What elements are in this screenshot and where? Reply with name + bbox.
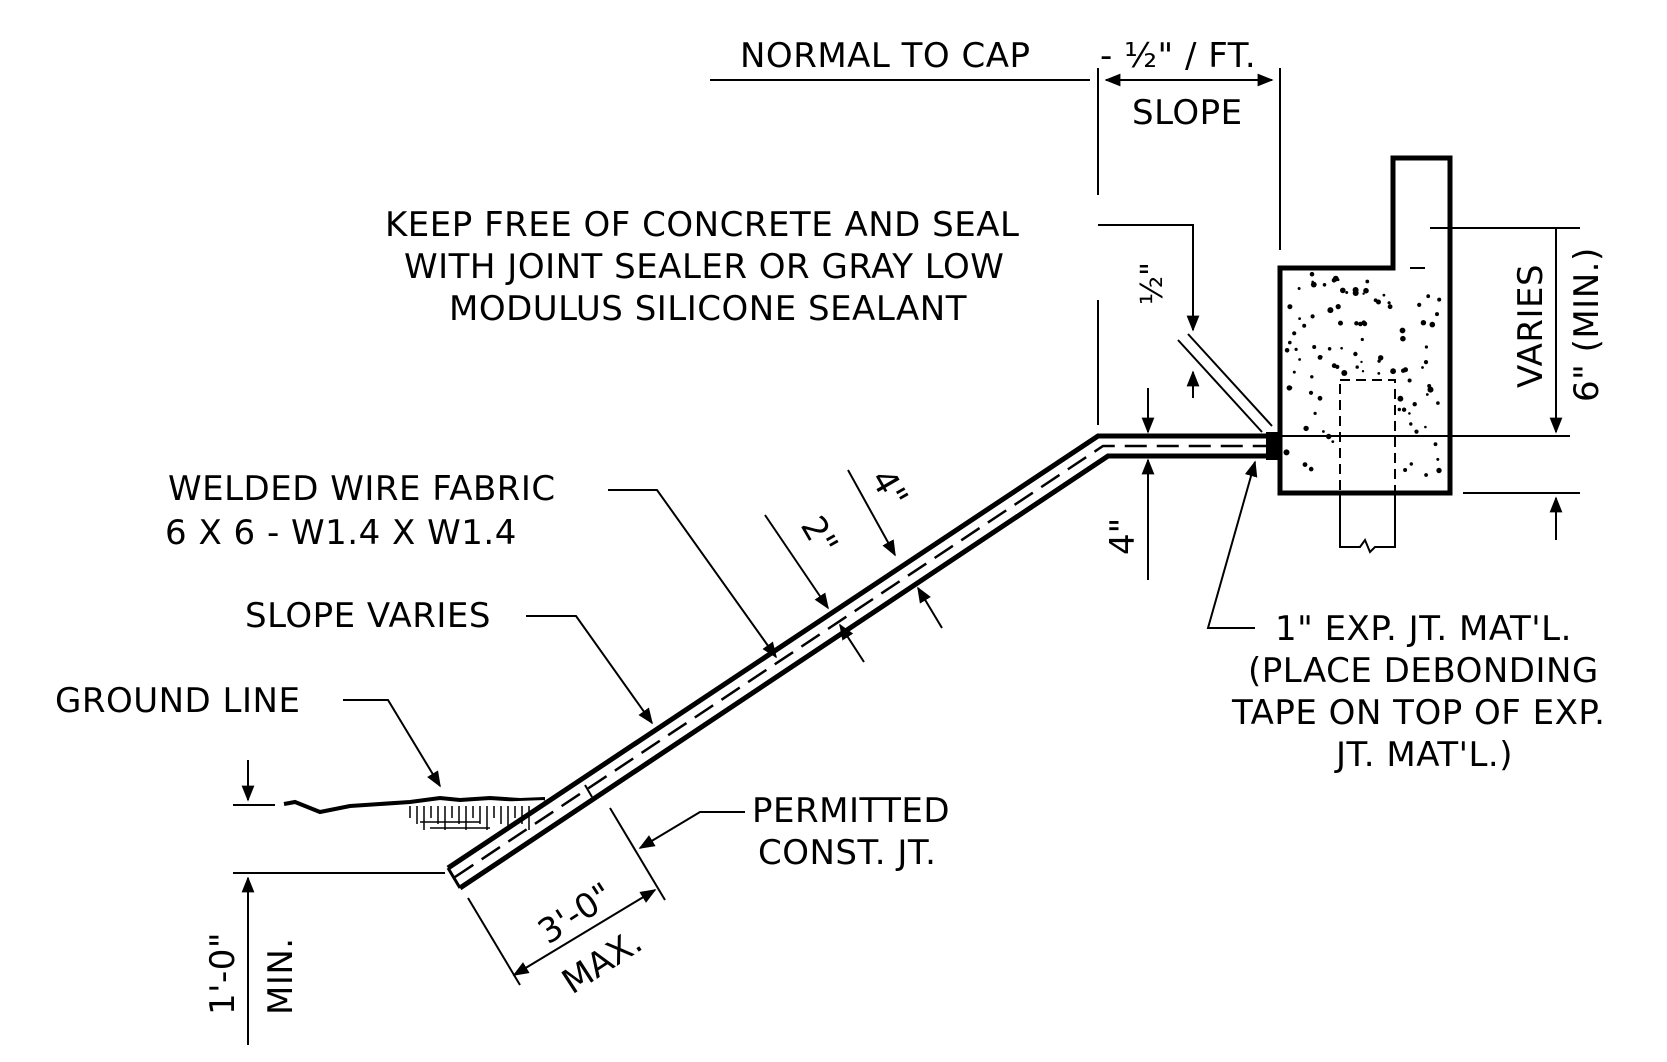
exp-jt-line-2: (PLACE DEBONDING — [1248, 651, 1599, 691]
soil-hatch — [409, 806, 530, 830]
ground-surface — [283, 795, 546, 815]
permitted-joint-note: PERMITTED CONST. JT. — [638, 791, 950, 873]
slope-slab — [446, 432, 1278, 891]
two-inch-diag-label: 2" — [792, 510, 845, 562]
one-ft-label: 1'-0" — [203, 932, 243, 1015]
thickness-dims: 4" 2" — [764, 463, 943, 663]
four-inch-vert-label: 4" — [1103, 518, 1143, 555]
normal-to-cap-group: NORMAL TO CAP - ½" / FT. SLOPE — [710, 36, 1281, 250]
slope-label: SLOPE — [1132, 93, 1243, 133]
min-label: MIN. — [261, 937, 301, 1015]
ground-line-group: GROUND LINE — [55, 681, 546, 862]
expansion-joint-material — [1266, 432, 1278, 460]
normal-to-cap-label: NORMAL TO CAP — [740, 36, 1031, 76]
slope-varies-note: SLOPE VARIES — [245, 596, 653, 725]
keep-free-line-3: MODULUS SILICONE SEALANT — [449, 289, 967, 329]
slope-varies-label: SLOPE VARIES — [245, 596, 491, 636]
four-inch-vertical-dim: 4" — [1103, 388, 1155, 580]
keep-free-leader — [1098, 224, 1200, 332]
one-ft-dimension: 1'-0" MIN. — [203, 872, 445, 1045]
curb-cap — [1277, 155, 1570, 554]
exp-jt-line-1: 1" EXP. JT. MAT'L. — [1275, 609, 1572, 649]
wwf-line-1: WELDED WIRE FABRIC — [168, 469, 556, 509]
keep-free-line-2: WITH JOINT SEALER OR GRAY LOW — [404, 247, 1004, 287]
half-inch-label: ½" — [1135, 262, 1170, 305]
varies-label: VARIES — [1511, 264, 1551, 388]
permitted-line-2: CONST. JT. — [758, 833, 936, 873]
ground-line-label: GROUND LINE — [55, 681, 300, 721]
exp-jt-line-4: JT. MAT'L.) — [1334, 735, 1513, 775]
curb-stem — [1339, 493, 1396, 554]
four-inch-diag-label: 4" — [862, 463, 915, 515]
keep-free-note: KEEP FREE OF CONCRETE AND SEAL WITH JOIN… — [385, 205, 1273, 433]
wwf-line-2: 6 X 6 - W1.4 X W1.4 — [165, 513, 517, 553]
varies-dimension: VARIES 6" (MIN.) — [1430, 227, 1607, 540]
keep-free-line-1: KEEP FREE OF CONCRETE AND SEAL — [385, 205, 1019, 245]
wwf-note: WELDED WIRE FABRIC 6 X 6 - W1.4 X W1.4 — [165, 469, 777, 659]
permitted-line-1: PERMITTED — [752, 791, 950, 831]
concrete-stipple — [1283, 271, 1442, 477]
exp-joint-note: 1" EXP. JT. MAT'L. (PLACE DEBONDING TAPE… — [1206, 460, 1605, 775]
wire-fabric-line — [454, 444, 1272, 879]
half-per-ft-label: - ½" / FT. — [1100, 36, 1256, 76]
exp-jt-line-3: TAPE ON TOP OF EXP. — [1231, 693, 1605, 733]
six-min-label: 6" (MIN.) — [1567, 247, 1607, 402]
